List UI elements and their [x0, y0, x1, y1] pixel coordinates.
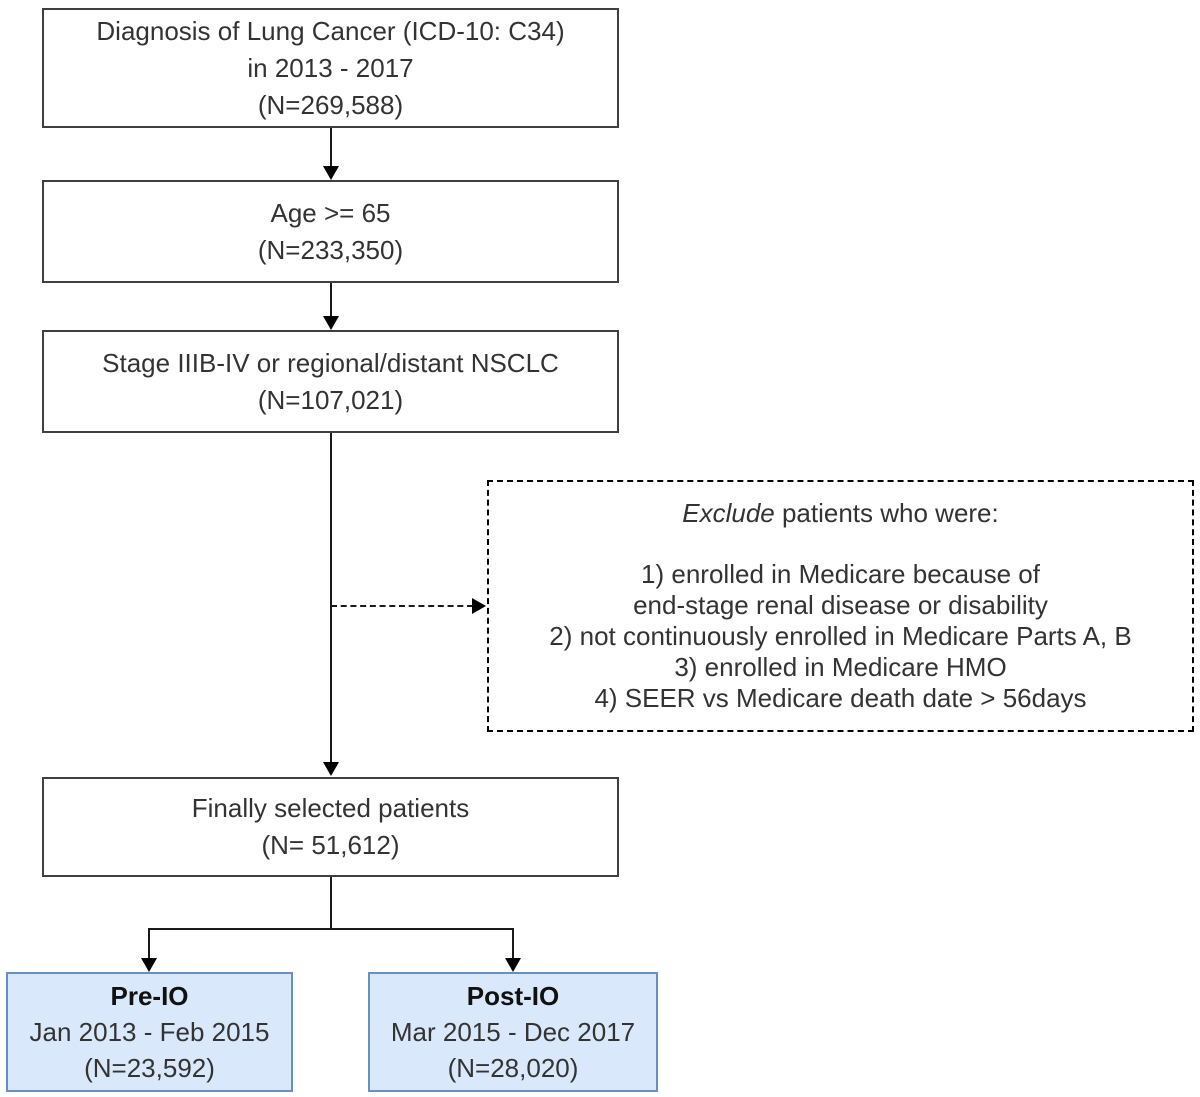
box-age-count: (N=233,350) [257, 234, 404, 265]
cohort-pre-io-period: Jan 2013 - Feb 2015 [29, 1017, 270, 1047]
cohort-pre-io-title: Pre-IO [110, 981, 189, 1011]
box-age-line1: Age >= 65 [270, 197, 391, 228]
cohort-post-io-title: Post-IO [466, 981, 560, 1011]
box-stage: Stage IIIB-IV or regional/distant NSCLC … [42, 330, 619, 433]
arrowhead-down-icon [323, 316, 339, 330]
box-diagnosis: Diagnosis of Lung Cancer (ICD-10: C34) i… [42, 8, 619, 128]
exclusion-item-4: 4) SEER vs Medicare death date > 56days [594, 683, 1087, 713]
box-diagnosis-count: (N=269,588) [257, 89, 404, 120]
connector-exclusion-dashed [331, 605, 473, 607]
box-stage-line1: Stage IIIB-IV or regional/distant NSCLC [102, 347, 559, 378]
connector-diagnosis-age [330, 128, 332, 168]
box-cohort-post-io: Post-IO Mar 2015 - Dec 2017 (N=28,020) [368, 972, 658, 1092]
connector-final-branch-stem [330, 877, 332, 930]
arrowhead-down-icon [323, 166, 339, 180]
arrowhead-right-icon [472, 598, 486, 614]
exclusion-item-1-cont: end-stage renal disease or disability [633, 590, 1048, 620]
arrowhead-down-icon [141, 958, 157, 972]
box-diagnosis-line1: Diagnosis of Lung Cancer (ICD-10: C34) [96, 15, 565, 46]
connector-stage-final [330, 433, 332, 763]
arrowhead-down-icon [505, 958, 521, 972]
connector-branch-horizontal [148, 928, 514, 930]
exclusion-item-1: 1) enrolled in Medicare because of [641, 559, 1040, 589]
box-diagnosis-line2: in 2013 - 2017 [247, 52, 414, 83]
connector-branch-left [148, 928, 150, 960]
connector-age-stage [330, 283, 332, 317]
box-final-line1: Finally selected patients [191, 793, 470, 823]
cohort-post-io-period: Mar 2015 - Dec 2017 [390, 1017, 636, 1047]
box-exclusion-criteria: Exclude patients who were: 1) enrolled i… [487, 480, 1194, 732]
box-final-count: (N= 51,612) [261, 830, 400, 860]
box-stage-count: (N=107,021) [257, 384, 404, 415]
exclusion-item-2: 2) not continuously enrolled in Medicare… [549, 621, 1132, 651]
cohort-post-io-count: (N=28,020) [447, 1053, 579, 1083]
box-final-selection: Finally selected patients (N= 51,612) [42, 777, 619, 877]
exclusion-heading: Exclude patients who were: [682, 498, 999, 529]
exclusion-heading-italic: Exclude [682, 498, 775, 528]
cohort-pre-io-count: (N=23,592) [84, 1053, 215, 1083]
connector-branch-right [512, 928, 514, 960]
exclusion-item-3: 3) enrolled in Medicare HMO [674, 652, 1007, 682]
arrowhead-down-icon [323, 762, 339, 776]
exclusion-heading-rest: patients who were: [774, 498, 999, 528]
box-cohort-pre-io: Pre-IO Jan 2013 - Feb 2015 (N=23,592) [6, 972, 293, 1092]
box-age: Age >= 65 (N=233,350) [42, 180, 619, 283]
